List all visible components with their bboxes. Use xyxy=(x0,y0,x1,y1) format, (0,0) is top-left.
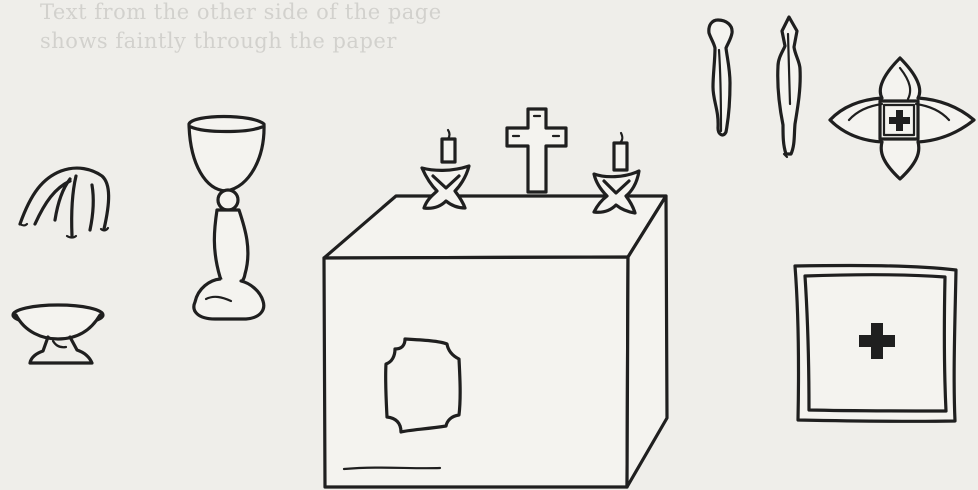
lance-icon xyxy=(778,17,800,157)
star-cover-icon xyxy=(830,58,974,179)
paten-icon xyxy=(13,305,103,363)
chalice-icon xyxy=(189,117,264,320)
spoon-icon xyxy=(709,20,732,135)
purificator-icon xyxy=(20,168,109,237)
cross-icon xyxy=(507,109,566,192)
antimension-icon xyxy=(795,265,956,421)
altar-icon xyxy=(324,196,667,487)
